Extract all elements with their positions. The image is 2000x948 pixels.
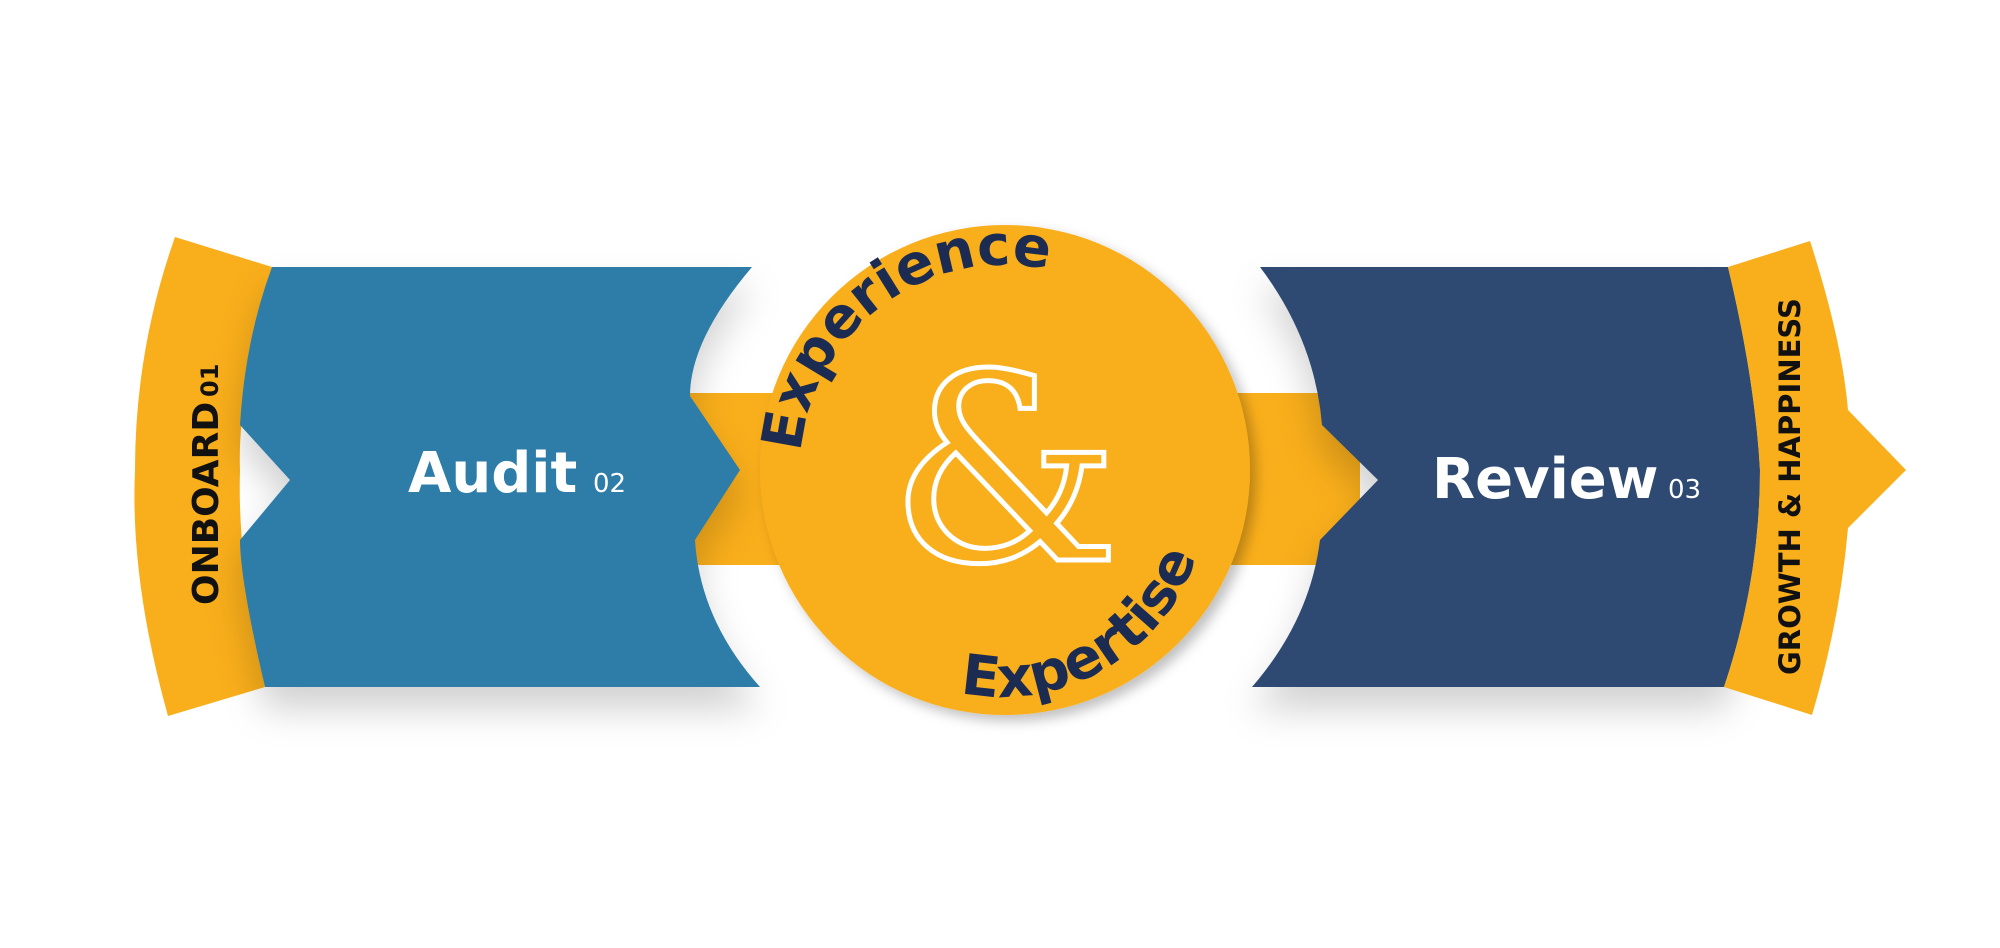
onboard-number: 01 — [196, 364, 224, 397]
audit-number: 02 — [593, 469, 626, 499]
growth-label: GROWTH & HAPPINESS — [1773, 298, 1807, 675]
center-circle — [760, 225, 1250, 715]
review-title: Review — [1432, 447, 1659, 512]
review-box — [1252, 267, 1760, 687]
onboard-label: ONBOARD — [186, 402, 227, 605]
audit-box — [240, 267, 760, 687]
growth-band — [1724, 241, 1906, 715]
review-number: 03 — [1668, 475, 1701, 505]
ampersand-symbol: & — [889, 320, 1120, 622]
audit-title: Audit — [408, 441, 577, 506]
onboard-band — [134, 237, 272, 716]
